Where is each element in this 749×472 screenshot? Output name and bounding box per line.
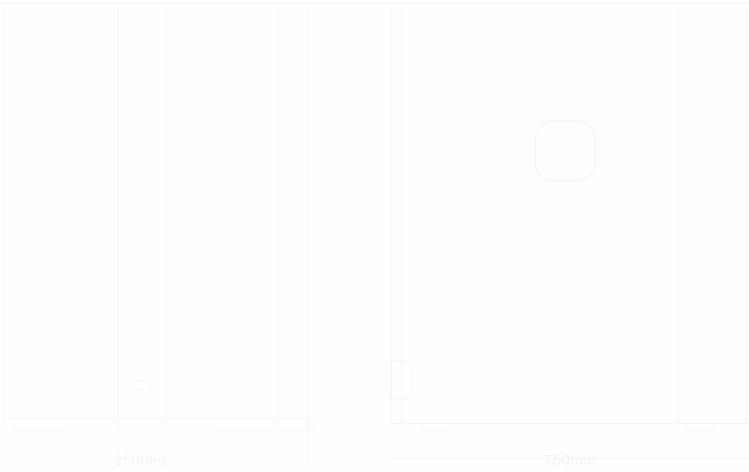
base-line: [388, 423, 749, 424]
panel-divider: [308, 8, 309, 468]
ghost-shape-icon: [534, 120, 596, 182]
dimension-label: 250mm: [114, 452, 167, 469]
panel-divider: [118, 8, 119, 428]
dimension-line: [685, 430, 715, 431]
dimension-line: [420, 430, 450, 431]
panel-divider: [391, 8, 392, 428]
ghost-box: [130, 380, 152, 390]
panel-divider: [746, 8, 747, 428]
panel-divider: [677, 8, 678, 428]
base-line: [3, 418, 311, 419]
panel-divider: [165, 8, 166, 428]
dimension-label: 750mm: [544, 452, 597, 469]
ghost-box: [390, 360, 412, 399]
dimension-line: [12, 430, 64, 431]
panel-divider: [3, 8, 4, 428]
panel-divider: [277, 8, 278, 428]
dimension-line: [388, 458, 749, 459]
top-border: [0, 3, 749, 4]
dimension-line: [215, 430, 315, 431]
panel-divider: [402, 8, 403, 428]
